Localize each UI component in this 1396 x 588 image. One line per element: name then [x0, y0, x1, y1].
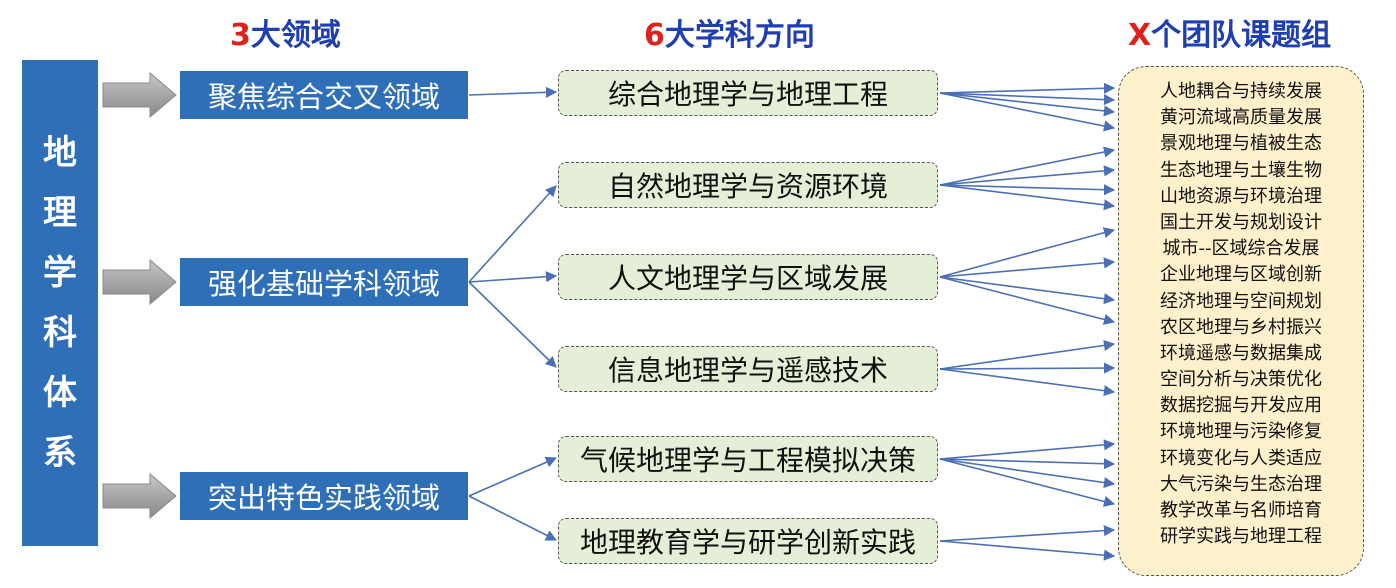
heading-domains: 3大领域: [230, 18, 341, 54]
block-arrow-1: [102, 71, 177, 119]
heading-domains-text: 大领域: [250, 18, 341, 53]
connector-direction-team: [939, 276, 1116, 305]
direction-box-integrated-geography: 综合地理学与地理工程: [558, 70, 938, 116]
team-item: 环境地理与污染修复: [1160, 421, 1322, 443]
connector-direction-team: [939, 525, 1116, 542]
connector-direction-team: [939, 82, 1116, 94]
team-item: 经济地理与空间规划: [1160, 290, 1322, 312]
direction-box-human-geography: 人文地理学与区域发展: [558, 254, 938, 300]
connector-direction-team: [939, 368, 1116, 397]
team-list-box: 人地耦合与持续发展 黄河流域高质量发展 景观地理与植被生态 生态地理与土壤生物 …: [1118, 66, 1364, 576]
team-item: 城市--区域综合发展: [1162, 238, 1320, 260]
connector-direction-team: [939, 146, 1116, 186]
connector-direction-team: [939, 276, 1116, 325]
direction-box-climate-geography: 气候地理学与工程模拟决策: [558, 436, 938, 482]
connector-direction-team: [939, 458, 1116, 507]
root-char: 科: [43, 313, 77, 353]
connector-direction-team: [939, 257, 1116, 278]
team-item: 环境变化与人类适应: [1160, 447, 1322, 469]
block-arrow-2: [102, 258, 177, 306]
block-arrow-3: [102, 472, 177, 520]
connector-direction-team: [939, 92, 1116, 132]
root-char: 体: [43, 373, 77, 413]
team-item: 国土开发与规划设计: [1160, 211, 1322, 233]
root-geography-system: 地 理 学 科 体 系: [22, 60, 98, 546]
connector-direction-team: [939, 184, 1116, 196]
domain-box-integrated: 聚焦综合交叉领域: [180, 71, 468, 119]
heading-domains-number: 3: [230, 18, 251, 53]
root-char: 系: [43, 433, 77, 473]
team-item: 黄河流域高质量发展: [1160, 107, 1322, 129]
team-item: 空间分析与决策优化: [1160, 369, 1322, 391]
team-item: 农区地理与乡村振兴: [1160, 316, 1322, 338]
team-item: 大气污染与生态治理: [1160, 473, 1322, 495]
team-item: 教学改革与名师培育: [1160, 500, 1322, 521]
team-item: 山地资源与环境治理: [1160, 185, 1322, 207]
heading-teams: X个团队课题组: [1128, 18, 1331, 54]
connector-direction-team: [939, 458, 1116, 489]
heading-directions: 6大学科方向: [644, 18, 815, 54]
team-item: 企业地理与区域创新: [1160, 264, 1322, 286]
connector-domain-direction: [468, 86, 558, 98]
root-char: 学: [43, 253, 77, 293]
connector-direction-team: [939, 439, 1116, 460]
connector-domain-direction: [468, 271, 558, 283]
connector-domain-direction: [468, 281, 557, 368]
connector-direction-team: [939, 227, 1116, 278]
root-char: 地: [43, 133, 77, 173]
direction-box-information-geography: 信息地理学与遥感技术: [558, 346, 938, 392]
connector-direction-team: [939, 184, 1116, 211]
connector-domain-direction: [468, 495, 557, 541]
team-item: 人地耦合与持续发展: [1160, 81, 1322, 102]
connector-domain-direction: [468, 185, 557, 283]
team-item: 数据挖掘与开发应用: [1160, 395, 1322, 417]
connector-direction-team: [939, 92, 1116, 117]
team-item: 景观地理与植被生态: [1160, 133, 1322, 155]
heading-teams-number: X: [1128, 18, 1152, 53]
heading-teams-text: 个团队课题组: [1151, 18, 1332, 53]
heading-directions-text: 大学科方向: [664, 18, 815, 53]
connector-domain-direction: [468, 456, 558, 497]
domain-box-practice: 突出特色实践领域: [180, 472, 468, 520]
heading-directions-number: 6: [644, 18, 665, 53]
direction-box-geography-education: 地理教育学与研学创新实践: [558, 518, 938, 564]
connector-direction-team: [939, 540, 1116, 561]
connector-direction-team: [939, 339, 1116, 370]
team-item: 研学实践与地理工程: [1160, 526, 1322, 548]
root-char: 理: [43, 193, 77, 233]
connector-direction-team: [939, 165, 1116, 186]
connector-direction-team: [939, 362, 1116, 374]
team-item: 生态地理与土壤生物: [1160, 159, 1322, 181]
connector-direction-team: [939, 458, 1116, 470]
connector-direction-team: [939, 92, 1116, 106]
team-item: 环境遥感与数据集成: [1160, 342, 1322, 364]
direction-box-physical-geography: 自然地理学与资源环境: [558, 162, 938, 208]
domain-box-basic: 强化基础学科领域: [180, 258, 468, 306]
